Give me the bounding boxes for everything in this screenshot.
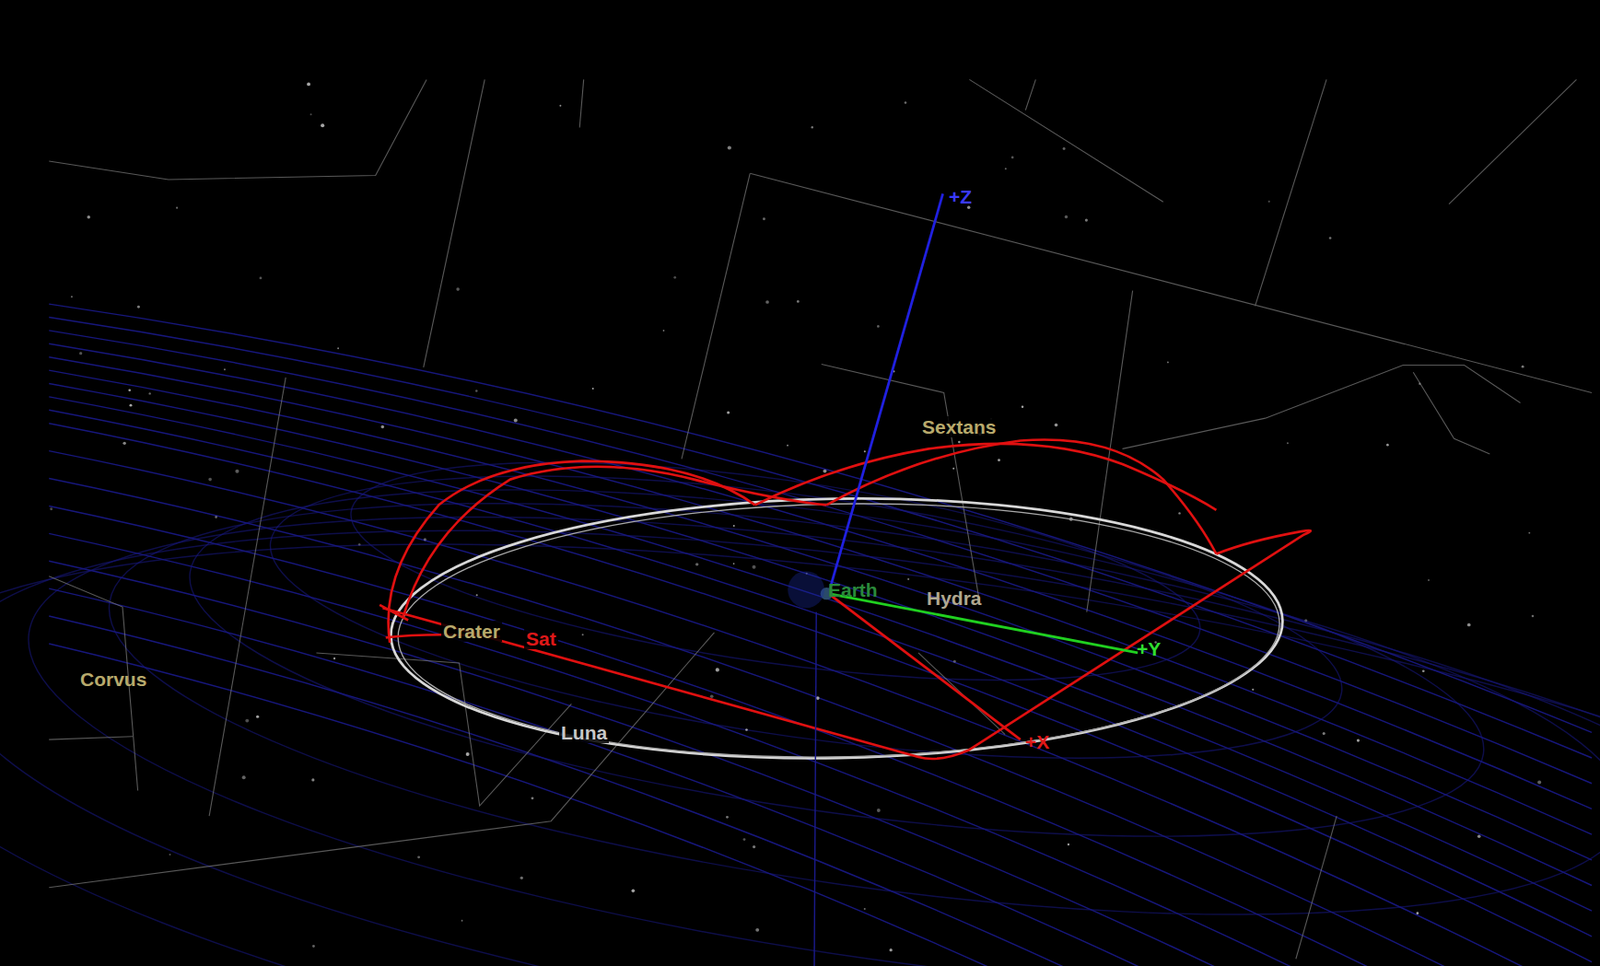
axis-label: +Z xyxy=(946,186,974,208)
body-label: Earth xyxy=(826,579,880,601)
axis-label: +Y xyxy=(1134,638,1163,660)
x-axis xyxy=(829,594,1021,740)
constellation-label: Crater xyxy=(441,620,503,643)
constellation-label: Hydra xyxy=(924,587,984,609)
lunar-orbit-inner xyxy=(396,496,1283,765)
spacecraft-trajectory xyxy=(379,439,1311,760)
grid-bands xyxy=(0,303,1600,966)
stars xyxy=(49,82,1542,953)
body-label: Luna xyxy=(559,722,609,744)
constellation-label: Sextans xyxy=(920,416,999,438)
spacecraft-label: Sat xyxy=(524,628,559,650)
z-axis xyxy=(829,193,944,594)
axis-label: +X xyxy=(1023,731,1052,753)
vertical-grid-line xyxy=(814,612,817,966)
constellation-lines xyxy=(48,79,1592,959)
earth-glow xyxy=(787,571,825,608)
constellation-label: Corvus xyxy=(78,668,149,690)
lunar-orbit xyxy=(388,490,1285,766)
y-axis xyxy=(829,594,1139,654)
